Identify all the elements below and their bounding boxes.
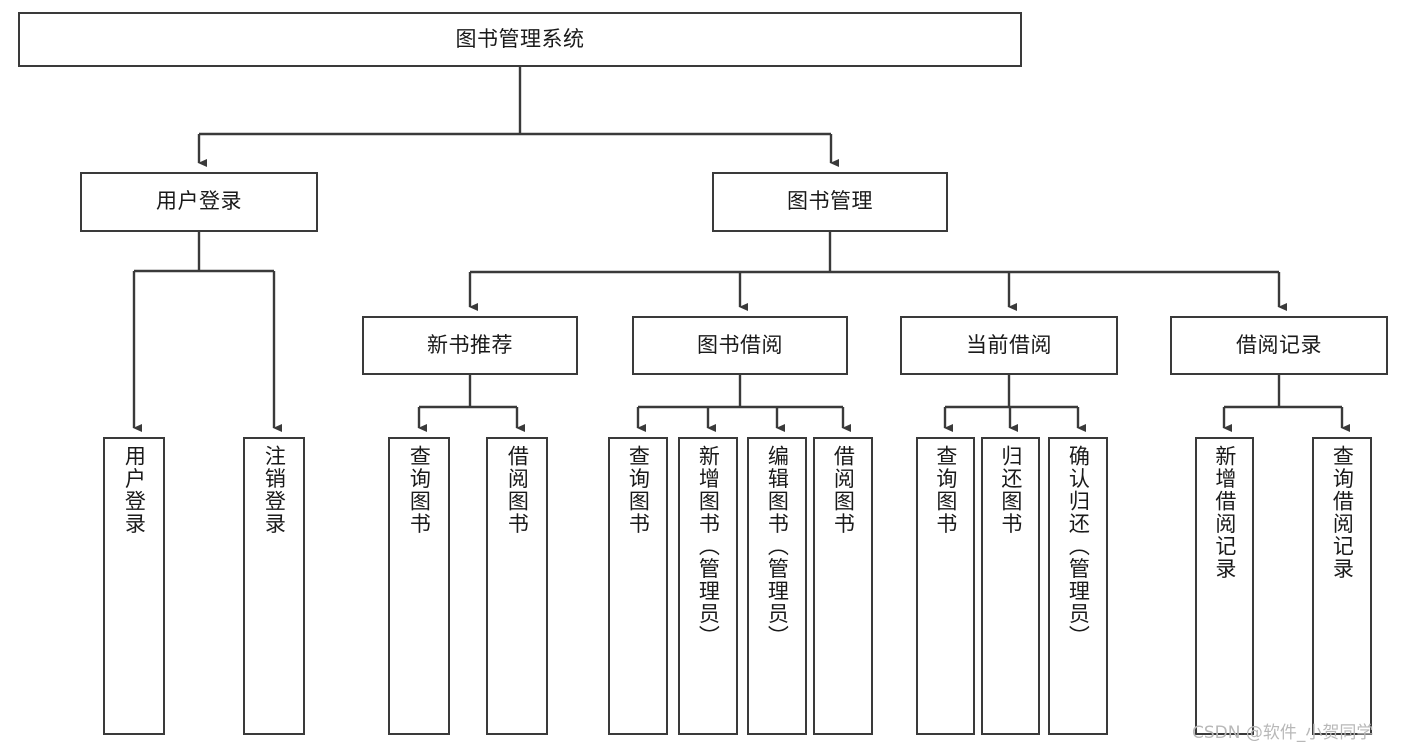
node-leaf-query-borrow-record[interactable]: 查询借阅记录 (1312, 437, 1372, 735)
node-leaf-edit-book-admin[interactable]: 编辑图书（管理员） (747, 437, 807, 735)
node-leaf-user-login-label: 用户登录 (122, 445, 147, 535)
node-book-manage[interactable]: 图书管理 (712, 172, 948, 232)
node-leaf-add-borrow-record[interactable]: 新增借阅记录 (1195, 437, 1254, 735)
node-leaf-borrow-book-recommend-label: 借阅图书 (505, 445, 530, 535)
node-book-manage-label: 图书管理 (787, 189, 873, 214)
node-leaf-user-login[interactable]: 用户登录 (103, 437, 165, 735)
node-leaf-query-borrow-record-label: 查询借阅记录 (1330, 445, 1355, 580)
node-leaf-borrow-book-recommend[interactable]: 借阅图书 (486, 437, 548, 735)
node-leaf-query-book-current[interactable]: 查询图书 (916, 437, 975, 735)
node-leaf-borrow-book[interactable]: 借阅图书 (813, 437, 873, 735)
node-root-label: 图书管理系统 (455, 26, 585, 51)
node-borrow-record-label: 借阅记录 (1236, 332, 1322, 357)
node-leaf-query-book-current-label: 查询图书 (933, 445, 958, 535)
node-leaf-return-book-label: 归还图书 (998, 445, 1023, 535)
node-leaf-query-book-borrow[interactable]: 查询图书 (608, 437, 668, 735)
node-new-book-recommend[interactable]: 新书推荐 (362, 316, 578, 375)
node-leaf-return-book[interactable]: 归还图书 (981, 437, 1040, 735)
node-current-borrow[interactable]: 当前借阅 (900, 316, 1118, 375)
node-leaf-confirm-return-admin-label: 确认归还（管理员） (1066, 445, 1091, 648)
node-leaf-query-book-recommend[interactable]: 查询图书 (388, 437, 450, 735)
node-leaf-add-book-admin-label: 新增图书（管理员） (696, 445, 721, 648)
node-leaf-logout-login-label: 注销登录 (262, 445, 287, 535)
node-leaf-edit-book-admin-label: 编辑图书（管理员） (765, 445, 790, 648)
node-leaf-query-book-recommend-label: 查询图书 (407, 445, 432, 535)
node-root[interactable]: 图书管理系统 (18, 12, 1022, 67)
node-leaf-add-book-admin[interactable]: 新增图书（管理员） (678, 437, 738, 735)
node-leaf-confirm-return-admin[interactable]: 确认归还（管理员） (1048, 437, 1108, 735)
node-borrow-record[interactable]: 借阅记录 (1170, 316, 1388, 375)
node-user-login[interactable]: 用户登录 (80, 172, 318, 232)
node-leaf-add-borrow-record-label: 新增借阅记录 (1212, 445, 1237, 580)
node-current-borrow-label: 当前借阅 (966, 332, 1052, 357)
node-book-borrow-label: 图书借阅 (697, 332, 783, 357)
node-leaf-logout-login[interactable]: 注销登录 (243, 437, 305, 735)
node-leaf-query-book-borrow-label: 查询图书 (626, 445, 651, 535)
node-user-login-label: 用户登录 (156, 189, 242, 214)
node-new-book-recommend-label: 新书推荐 (427, 332, 513, 357)
node-leaf-borrow-book-label: 借阅图书 (831, 445, 856, 535)
node-book-borrow[interactable]: 图书借阅 (632, 316, 848, 375)
